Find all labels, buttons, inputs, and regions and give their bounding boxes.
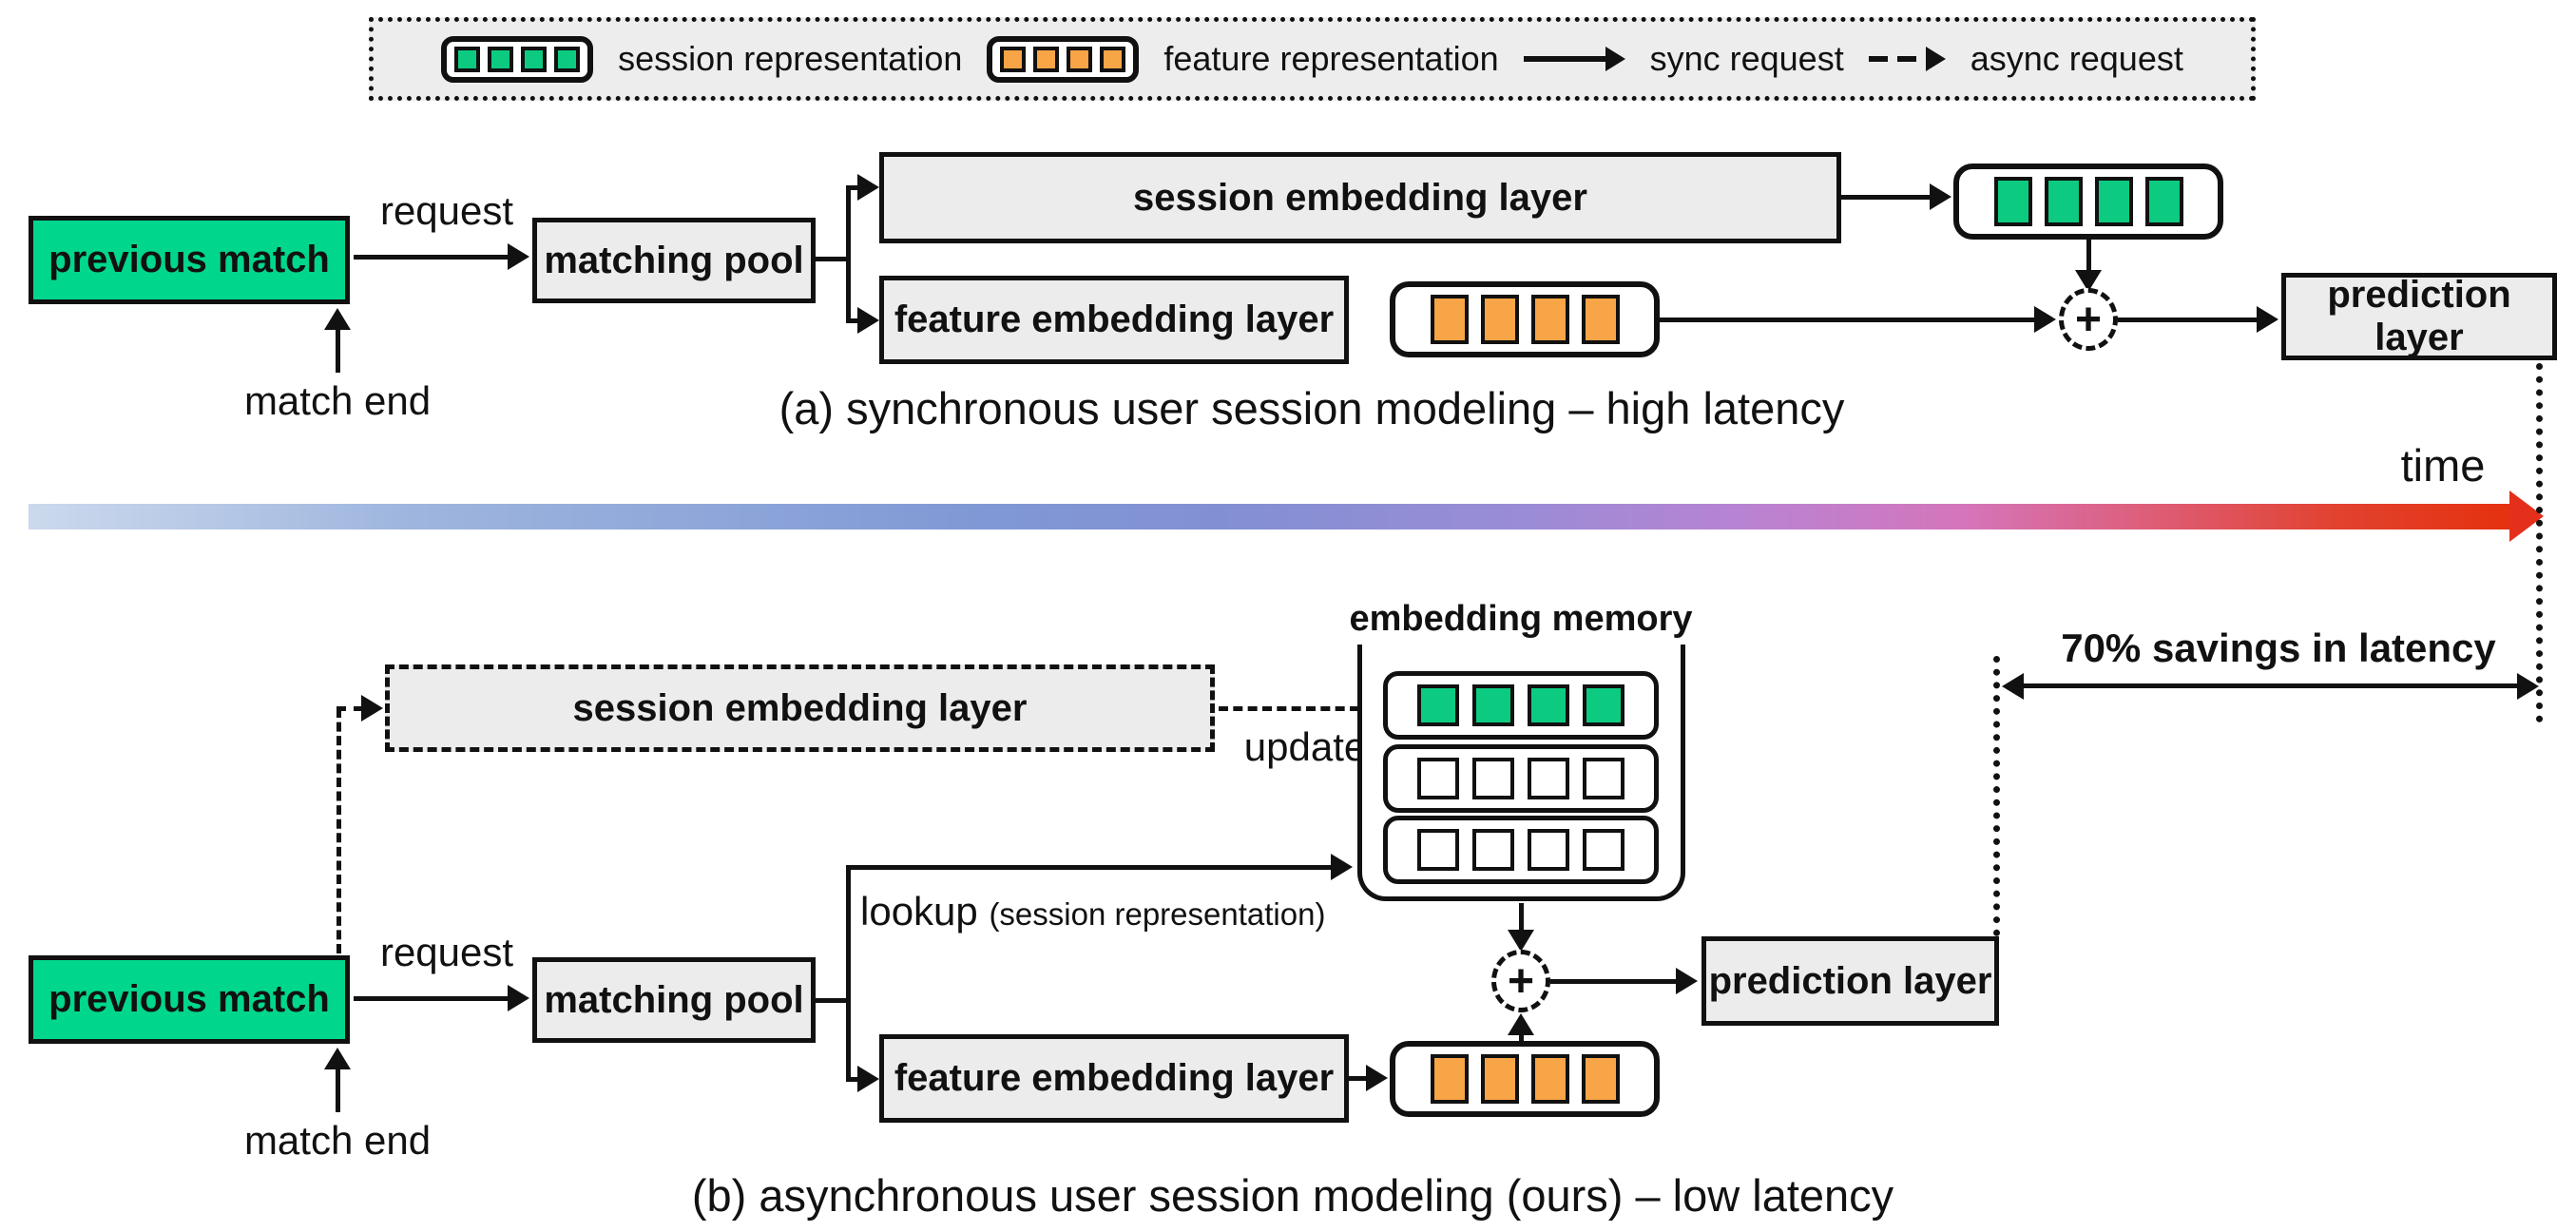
lookup-label: lookup (session representation) (860, 889, 1326, 934)
arrow-line (354, 996, 508, 1001)
arrow-line (1349, 1076, 1368, 1081)
async-line (336, 708, 341, 953)
arrowhead-right-icon (1331, 854, 1353, 880)
branch-line (816, 257, 851, 261)
match-end-label-a: match end (243, 378, 432, 423)
feature-embedding-layer-box-a: feature embedding layer (879, 276, 1349, 364)
legend-sync-label: sync request (1649, 39, 1844, 78)
arrow-line (336, 1067, 340, 1112)
prediction-layer-box-a: prediction layer (2281, 273, 2557, 360)
async-line (1219, 706, 1359, 711)
arrowhead-right-icon (2034, 306, 2056, 333)
arrow-line (1841, 195, 1932, 200)
arrowhead-right-icon (857, 307, 879, 334)
savings-label: 70% savings in latency (2061, 626, 2496, 670)
session-representation-chip-a (1953, 164, 2223, 240)
arrowhead-right-icon (857, 174, 879, 201)
arrowhead-right-icon (508, 985, 529, 1011)
memory-row-empty (1383, 744, 1659, 813)
lookup-note: (session representation) (989, 896, 1326, 932)
arrowhead-right-icon (1930, 183, 1951, 210)
embedding-memory-label: embedding memory (1349, 599, 1693, 639)
arrowhead-up-icon (324, 308, 351, 330)
arrowhead-up-icon (1508, 1013, 1534, 1035)
caption-b: (b) asynchronous user session modeling (… (691, 1170, 1894, 1221)
arrowhead-right-icon (508, 243, 529, 270)
branch-line (846, 865, 851, 1081)
arrow-line (1519, 1032, 1524, 1041)
branch-line (846, 185, 859, 190)
branch-line (846, 185, 851, 323)
feature-embedding-layer-box-b: feature embedding layer (879, 1034, 1349, 1123)
branch-line (846, 318, 859, 323)
session-representation-icon (441, 35, 594, 83)
legend-feature-label: feature representation (1163, 39, 1499, 78)
match-end-label-b: match end (243, 1118, 432, 1163)
time-label: time (2400, 440, 2486, 491)
caption-a: (a) synchronous user session modeling – … (779, 383, 1845, 433)
arrow-line (1550, 979, 1678, 984)
legend-box: session representation feature represent… (369, 17, 2256, 101)
session-embedding-layer-box-a: session embedding layer (879, 152, 1841, 243)
request-label-b: request (379, 930, 514, 974)
arrowhead-down-icon (1508, 930, 1534, 952)
previous-match-box-a: previous match (29, 216, 350, 304)
async-arrow-icon (1868, 47, 1946, 71)
async-line (336, 706, 363, 711)
latency-dotted-line-a (2536, 363, 2543, 722)
session-embedding-layer-box-b: session embedding layer (385, 664, 1215, 752)
arrowhead-down-icon (2075, 270, 2102, 292)
arrowhead-right-icon (1676, 968, 1698, 994)
arrowhead-right-icon (361, 695, 383, 722)
arrowhead-right-icon (857, 1066, 879, 1092)
feature-representation-icon (987, 35, 1140, 83)
memory-row-empty (1383, 816, 1659, 884)
legend-async-label: async request (1970, 39, 2183, 78)
update-label: update (1243, 724, 1367, 769)
lookup-line (846, 865, 1333, 870)
previous-match-box-b: previous match (29, 955, 350, 1044)
arrowhead-right-icon (1366, 1065, 1388, 1091)
feature-representation-chip-b (1390, 1041, 1660, 1117)
feature-representation-chip-a (1390, 281, 1660, 357)
arrowhead-left-icon (2002, 673, 2024, 700)
latency-dotted-line-b (1993, 656, 2000, 936)
matching-pool-box-b: matching pool (532, 957, 816, 1043)
request-label-a: request (379, 188, 514, 233)
add-operator-b: + (1491, 950, 1550, 1012)
prediction-layer-box-b: prediction layer (1701, 936, 1999, 1026)
memory-row-session (1383, 671, 1659, 740)
time-gradient-bar (29, 504, 2511, 529)
sync-arrow-icon (1523, 47, 1625, 71)
legend-session-label: session representation (618, 39, 963, 78)
arrow-line (2086, 240, 2091, 272)
savings-arrow-line (2020, 683, 2522, 688)
arrowhead-right-icon (2517, 673, 2539, 700)
arrowhead-right-icon (2257, 306, 2278, 333)
arrow-line (2118, 318, 2259, 322)
add-operator-a: + (2059, 288, 2118, 351)
arrow-line (1660, 318, 2034, 322)
arrow-line (354, 255, 508, 260)
arrowhead-up-icon (324, 1048, 351, 1069)
matching-pool-box-a: matching pool (532, 218, 816, 303)
arrow-line (1519, 903, 1524, 934)
branch-line (846, 1077, 859, 1082)
arrow-line (336, 327, 340, 373)
branch-line (816, 998, 851, 1003)
